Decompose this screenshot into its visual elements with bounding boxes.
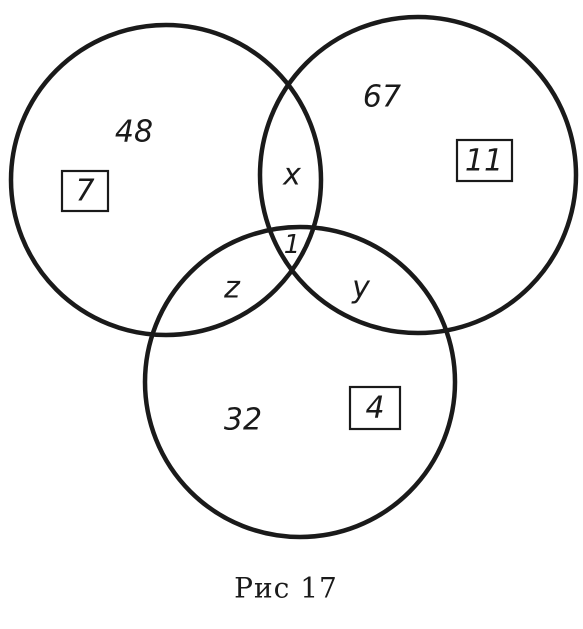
boxed-value-left-frame: [60, 169, 110, 213]
circle-left: [8, 22, 324, 338]
boxed-value-right-frame: [455, 138, 514, 183]
label-center: 1: [284, 230, 301, 260]
boxed-value-bottom: 4: [365, 391, 384, 426]
label-right-bottom: y: [351, 271, 371, 306]
boxed-value-bottom-frame: [348, 385, 402, 431]
label-left-right: x: [282, 158, 301, 193]
label-left-only: 48: [115, 115, 153, 150]
boxed-value-left: 7: [75, 174, 94, 209]
label-right-only: 67: [363, 80, 401, 115]
label-left-bottom: z: [223, 271, 241, 306]
figure-caption: Рис 17: [234, 572, 338, 605]
circle-bottom: [142, 224, 458, 540]
circle-right: [257, 14, 579, 336]
label-bottom-only: 32: [224, 403, 262, 438]
boxed-value-right: 11: [465, 144, 503, 179]
